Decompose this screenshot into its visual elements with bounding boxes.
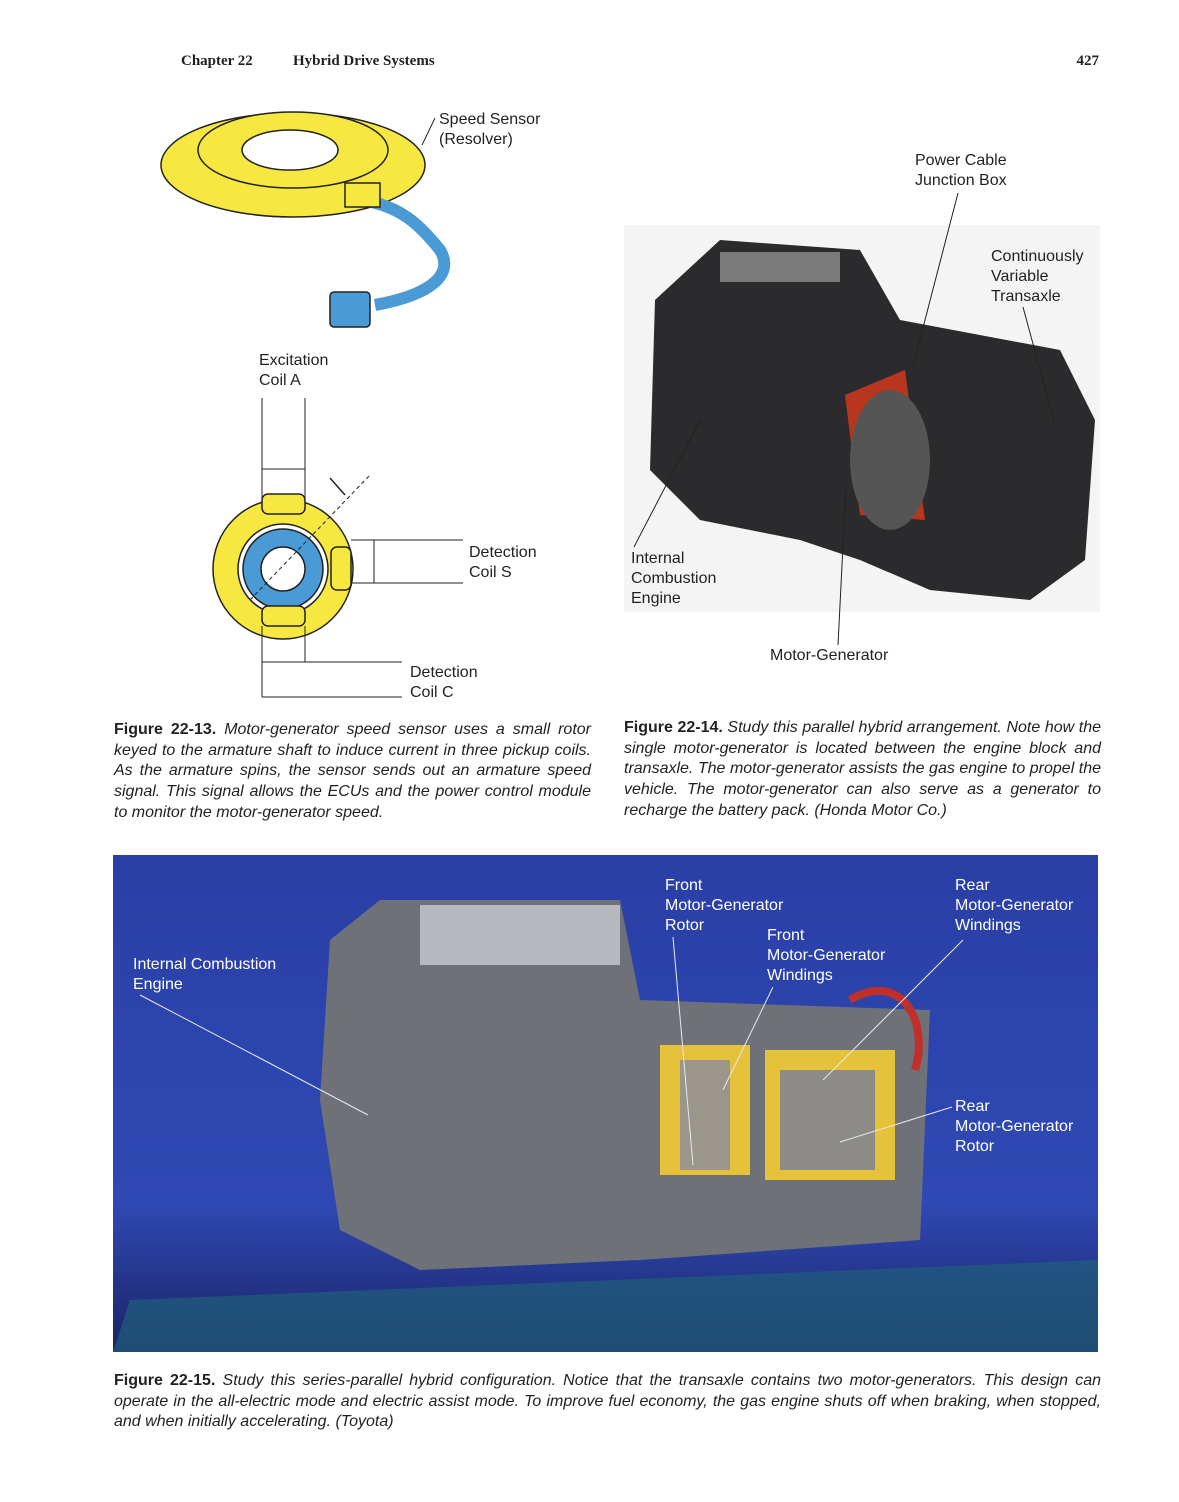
- label-front-rotor: Front Motor-Generator Rotor: [665, 877, 784, 934]
- page-number: 427: [1076, 53, 1100, 69]
- caption-14-number: Figure 22-14.: [624, 719, 723, 736]
- label-excitation-coil: Excitation Coil A: [259, 352, 329, 389]
- caption-15-number: Figure 22-15.: [114, 1372, 216, 1389]
- caption-figure-14: Figure 22-14. Study this parallel hybrid…: [624, 718, 1101, 822]
- series-parallel-hybrid-photo: [113, 855, 1098, 1352]
- caption-figure-13: Figure 22-13. Motor-generator speed sens…: [114, 720, 591, 824]
- label-rear-windings: Rear Motor-Generator Windings: [955, 877, 1074, 934]
- caption-14-text: Study this parallel hybrid arrangement. …: [624, 719, 1101, 819]
- label-junction-box: Power Cable Junction Box: [915, 152, 1007, 189]
- label-engine: Internal Combustion Engine: [631, 550, 717, 607]
- label-rear-rotor: Rear Motor-Generator Rotor: [955, 1098, 1074, 1155]
- caption-figure-15: Figure 22-15. Study this series-parallel…: [114, 1371, 1101, 1433]
- hybrid-engine-photo: [624, 192, 1100, 646]
- label-front-windings: Front Motor-Generator Windings: [767, 927, 886, 984]
- chapter-title: Hybrid Drive Systems: [293, 53, 435, 69]
- label-speed-sensor: Speed Sensor (Resolver): [439, 111, 541, 148]
- label-fig15-engine: Internal Combustion Engine: [133, 956, 277, 993]
- caption-13-text: Motor-generator speed sensor uses a smal…: [114, 721, 591, 821]
- label-motor-generator: Motor-Generator: [770, 647, 889, 664]
- speed-sensor-illustration: [160, 111, 463, 698]
- label-detection-coil-s: Detection Coil S: [469, 544, 537, 581]
- label-detection-coil-c: Detection Coil C: [410, 664, 478, 701]
- label-cvt: Continuously Variable Transaxle: [991, 248, 1084, 305]
- caption-15-text: Study this series-parallel hybrid config…: [114, 1372, 1101, 1431]
- chapter-number: Chapter 22: [181, 53, 253, 69]
- caption-13-number: Figure 22-13.: [114, 721, 217, 738]
